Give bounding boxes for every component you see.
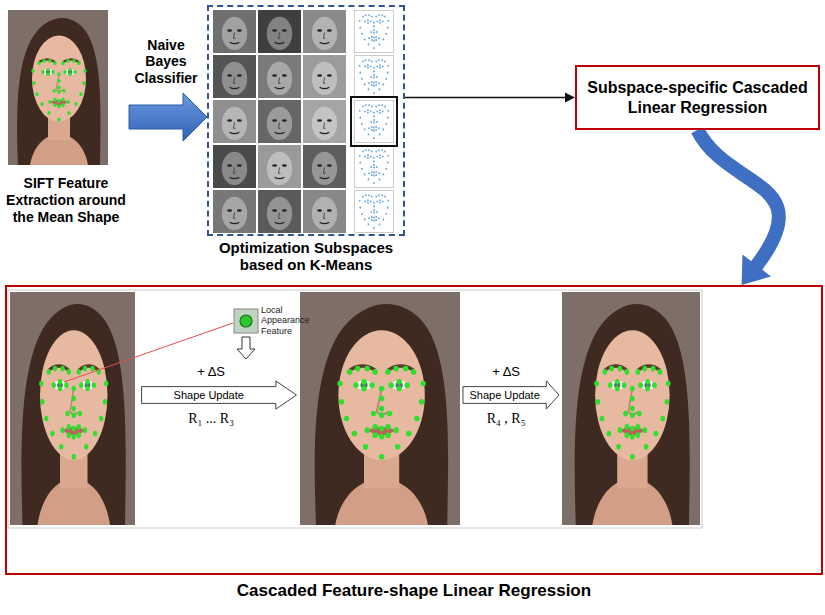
face-grid <box>258 55 301 98</box>
face-grid <box>213 190 256 233</box>
face-grid <box>213 10 346 233</box>
block-arrow <box>129 93 207 141</box>
box-text: Subspace-specific Cascaded Linear Regres… <box>585 78 810 116</box>
shape-thumbnails <box>355 146 394 188</box>
face-grid <box>213 55 256 98</box>
local-feature-callout <box>240 315 252 327</box>
face-grid <box>213 10 256 53</box>
arrow-text: Shape Update <box>140 380 298 410</box>
face-grid <box>258 10 301 53</box>
cascade-images <box>8 290 702 528</box>
arrow-band: Shape Update <box>462 380 560 410</box>
group-caption: Optimization Subspaces based on K-Means <box>199 239 413 274</box>
face-grid <box>303 55 346 98</box>
image-node: SIFT Feature Extraction around the Mean … <box>3 5 129 225</box>
face-grid <box>303 190 346 233</box>
annotation: Local Appearance Feature <box>261 305 317 336</box>
face-grid <box>258 145 301 188</box>
regressor-label: R₄ , R₅ <box>462 410 560 428</box>
shape-thumbnails <box>355 56 394 98</box>
cascade-images <box>562 292 700 525</box>
image-caption: SIFT Feature Extraction around the Mean … <box>3 175 129 225</box>
arrowhead <box>742 254 771 285</box>
arrow-outline <box>463 381 559 409</box>
connector <box>698 130 779 285</box>
cascade-images <box>10 292 135 525</box>
process-box: Subspace-specific Cascaded Linear Regres… <box>575 65 820 130</box>
face-grid <box>213 100 256 143</box>
face-grid <box>303 145 346 188</box>
edge-label: Naive Bayes Classifier <box>129 37 203 87</box>
cascade-images <box>8 290 702 528</box>
box-text: Subspace-specific Cascaded Linear Regres… <box>585 78 810 116</box>
arrow-band: Shape Update <box>140 380 298 410</box>
curved-arrow <box>698 130 779 267</box>
regressor-label: R₁ ... R₃ <box>140 410 298 428</box>
local-feature-callout <box>237 337 255 359</box>
face-grid <box>213 145 256 188</box>
cascade-images <box>300 292 460 525</box>
local-feature-callout <box>64 309 258 382</box>
face-grid <box>303 10 346 53</box>
shape-thumbnails <box>355 191 394 233</box>
arrow-text: Shape Update <box>462 380 560 410</box>
group-caption: Cascaded Feature-shape Linear Regression <box>0 581 825 601</box>
shape-thumbnails <box>351 11 397 233</box>
face-photo <box>8 10 108 165</box>
delta-label: + ΔS <box>140 364 298 380</box>
delta-label: + ΔS <box>462 364 560 380</box>
local-feature-callout <box>234 309 258 333</box>
cascade-panel: Cascaded Feature-shape Linear Regression… <box>5 285 823 575</box>
connector <box>129 93 207 141</box>
face-grid <box>258 100 301 143</box>
arrowhead <box>565 93 575 103</box>
shape-update-arrow: + ΔSShape UpdateR₁ ... R₃ <box>140 364 298 428</box>
connector <box>405 93 575 103</box>
subspace-group: Optimization Subspaces based on K-Means <box>207 5 405 236</box>
shape-thumbnails <box>355 101 394 143</box>
selected-subspace <box>351 97 397 146</box>
connector-line <box>405 97 566 99</box>
face-grid <box>258 190 301 233</box>
shape-update-arrow: + ΔSShape UpdateR₄ , R₅ <box>462 364 560 428</box>
face-grid <box>303 100 346 143</box>
shape-thumbnails <box>355 11 394 53</box>
